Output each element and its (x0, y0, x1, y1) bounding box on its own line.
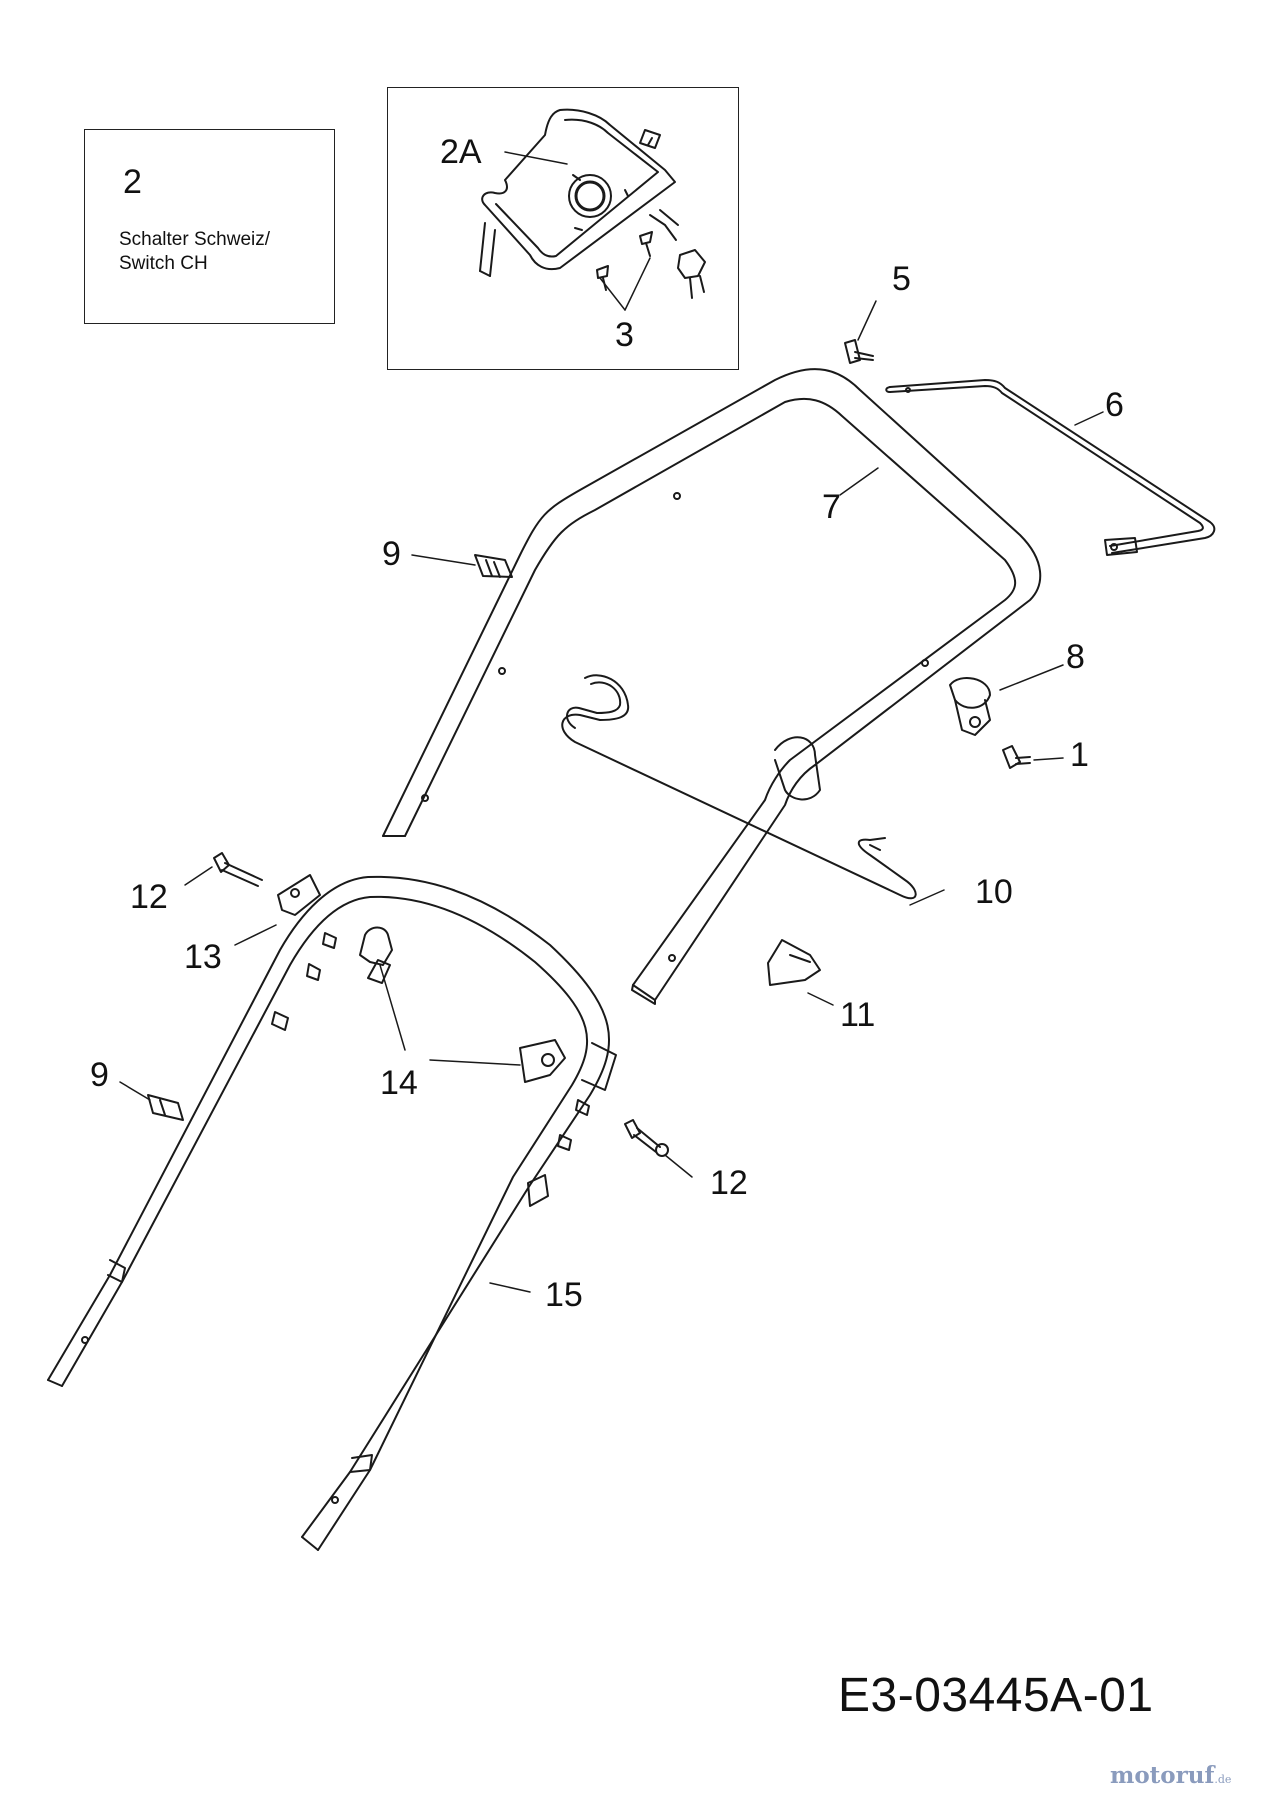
part-label-14: 14 (380, 1064, 418, 1102)
part-label-2a: 2A (440, 133, 482, 171)
leader-lines (119, 151, 1104, 1293)
small-parts-illustration (147, 339, 1031, 1157)
watermark-logo: motoruf.de (1110, 1762, 1231, 1789)
part-label-6: 6 (1105, 386, 1124, 424)
part-label-15: 15 (545, 1276, 583, 1314)
part-label-12-right: 12 (710, 1164, 748, 1202)
description-line-2: Switch CH (119, 253, 208, 274)
part-label-12-left: 12 (130, 878, 168, 916)
part-label-9-lower: 9 (90, 1056, 109, 1094)
part-label-8: 8 (1066, 638, 1085, 676)
watermark-suffix: .de (1214, 1773, 1232, 1786)
bail-rod-illustration (885, 379, 1216, 556)
switch-box-illustration (479, 108, 706, 299)
lower-handle-illustration (47, 875, 617, 1551)
upper-handle-illustration (382, 368, 1042, 1005)
inset-description: Schalter Schweiz/ Switch CH (119, 228, 270, 276)
part-label-11: 11 (840, 996, 876, 1034)
part-label-3: 3 (615, 316, 634, 354)
cable-guide-illustration (561, 674, 917, 900)
drawing-number: E3-03445A-01 (838, 1669, 1154, 1722)
part-label-13: 13 (184, 938, 222, 976)
watermark-text: motoruf (1110, 1762, 1215, 1789)
inset-switch-box (387, 87, 739, 370)
part-label-7: 7 (822, 488, 841, 526)
description-line-1: Schalter Schweiz/ (119, 229, 271, 250)
part-label-10: 10 (975, 873, 1013, 911)
part-label-5: 5 (892, 260, 911, 298)
part-label-1: 1 (1070, 736, 1089, 774)
inset-switch-ch: 2 Schalter Schweiz/ Switch CH (84, 129, 335, 324)
part-label-2: 2 (123, 163, 142, 201)
part-label-9-upper: 9 (382, 535, 401, 573)
